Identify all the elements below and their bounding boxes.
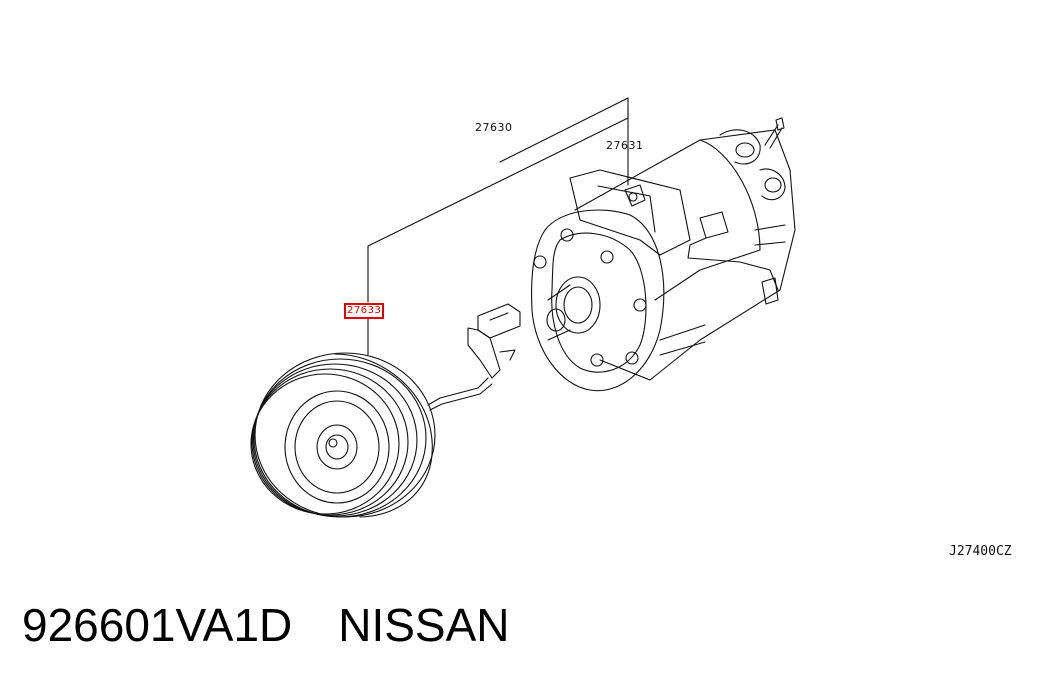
leader-lines	[367, 97, 629, 356]
callout-clutch-pulley-highlighted[interactable]: 27633	[344, 303, 385, 319]
parts-diagram	[250, 97, 796, 518]
part-number: 926601VA1D	[22, 599, 293, 651]
ac-compressor-icon	[531, 117, 796, 392]
clutch-pulley-icon	[250, 352, 436, 518]
footer-part-line: 926601VA1D NISSAN	[22, 598, 510, 652]
diagram-reference-code: J27400CZ	[949, 544, 1012, 559]
wire-connector-icon	[427, 303, 521, 411]
callout-compressor-body[interactable]: 27631	[606, 139, 644, 152]
callout-assembly[interactable]: 27630	[475, 121, 513, 134]
brand-name: NISSAN	[338, 599, 510, 651]
